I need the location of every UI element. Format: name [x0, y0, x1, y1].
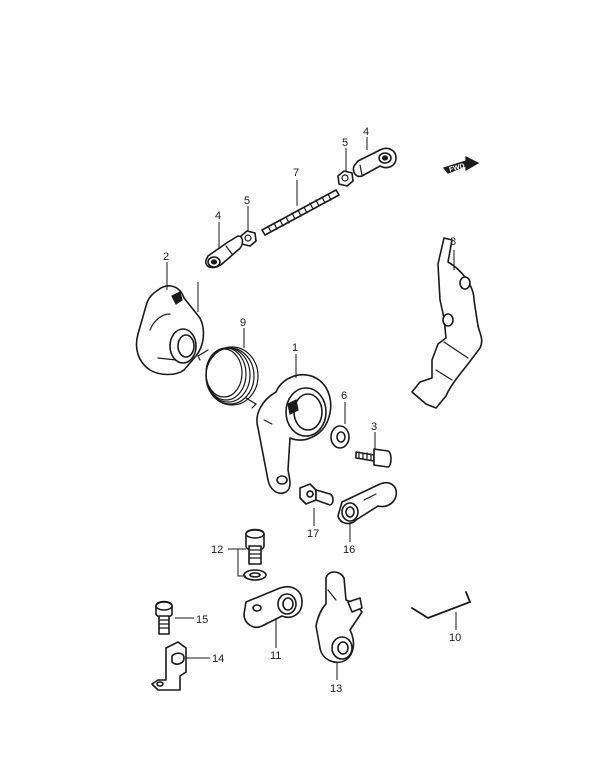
callout-5-upper: 5 — [342, 137, 348, 149]
nut-upper — [337, 170, 354, 187]
callout-7: 7 — [293, 167, 299, 179]
callout-16: 16 — [343, 544, 355, 556]
callout-8: 8 — [450, 236, 456, 248]
callout-5-lower: 5 — [244, 195, 250, 207]
forward-label: FWD — [448, 163, 465, 174]
bolt-right — [355, 448, 392, 468]
callout-13: 13 — [330, 683, 342, 695]
throttle-lever — [315, 571, 363, 664]
callout-15: 15 — [196, 614, 208, 626]
callout-4-upper: 4 — [363, 126, 369, 138]
bolt-left — [155, 600, 173, 635]
callout-17: 17 — [307, 528, 319, 540]
threaded-rod — [261, 189, 340, 236]
callout-10: 10 — [449, 632, 461, 644]
coil-spring — [197, 346, 259, 409]
leader-lines — [166, 137, 457, 680]
callout-12: 12 — [211, 544, 223, 556]
pivot-bolt — [299, 483, 334, 506]
callout-4-lower: 4 — [215, 210, 221, 222]
forward-arrow-marker: FWD — [442, 156, 480, 174]
ball-joint-end-upper — [352, 147, 397, 178]
link-rod-end — [337, 481, 398, 525]
washer — [330, 425, 350, 449]
lever-arm — [243, 586, 303, 629]
callout-1: 1 — [292, 342, 298, 354]
mounting-bracket-plate — [411, 237, 483, 409]
callout-6: 6 — [341, 390, 347, 402]
ball-joint-end-lower — [204, 235, 244, 269]
wire-pin — [411, 591, 472, 620]
callout-2: 2 — [163, 251, 169, 263]
cam-bracket — [135, 285, 205, 376]
callout-3: 3 — [371, 421, 377, 433]
nut-lower — [240, 230, 257, 247]
clamp-bracket — [151, 641, 187, 691]
callout-labels: 4 5 7 5 4 2 8 9 1 6 3 17 16 12 15 10 11 … — [163, 126, 461, 695]
throttle-cam — [256, 374, 332, 495]
bolt-with-washer — [243, 528, 267, 581]
callout-9: 9 — [240, 317, 246, 329]
callout-14: 14 — [212, 653, 224, 665]
callout-11: 11 — [270, 650, 281, 662]
